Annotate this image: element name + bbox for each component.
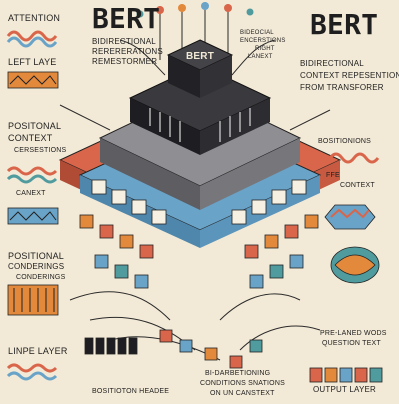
- label-bositioton-heade: BOSITIOTON HEADEE: [92, 388, 169, 395]
- title-right: BERT: [310, 10, 378, 39]
- bottom-label-2: CONDITIONS SNATIONS: [200, 380, 285, 387]
- subtitle-left-line-1: BIDIRECTIONAL: [92, 38, 156, 46]
- subtitle-left-line-3: REMESTORMER: [92, 58, 157, 66]
- center-top-label-2: ENCERSTIONS: [240, 38, 286, 44]
- words-label-1: PRE-LANED WODS: [320, 330, 387, 337]
- title-left: BERT: [92, 4, 160, 33]
- label-positional-conderings-2: CONDERINGS: [8, 263, 64, 271]
- pyramid-stack: [60, 40, 340, 248]
- label-positional-context-1: POSITONAL: [8, 122, 61, 131]
- label-positional-conderings-1: POSITIONAL: [8, 252, 64, 261]
- label-canext: CANEXT: [16, 190, 46, 197]
- mid-label-2: FFE: [326, 172, 340, 179]
- subtitle-left-line-2: RERERERATIONS: [92, 48, 163, 56]
- subtitle-right-line-1: BIDIRECTIONAL: [300, 60, 364, 68]
- label-positional-conderings-3: CONDERINGS: [16, 274, 65, 281]
- center-top-label-4: LANEXT: [248, 54, 273, 60]
- mid-label-3: CONTEXT: [340, 182, 375, 189]
- center-top-label-3: RIGHT: [255, 46, 275, 52]
- label-attention: ATTENTION: [8, 14, 60, 23]
- bottom-label-1: BI-DARBETIONING: [205, 370, 270, 377]
- center-top-label-1: BIDEOCIAL: [240, 30, 274, 36]
- cube-label: BERT: [186, 52, 214, 63]
- label-positional-context-3: CERSESTIONS: [14, 147, 66, 154]
- label-output-layer: OUTPUT LAYER: [313, 386, 376, 394]
- subtitle-right-line-2: CONTEXT REPESENTION: [300, 72, 399, 80]
- label-left-layer: LEFT LAYE: [8, 58, 57, 67]
- subtitle-right-line-3: FROM TRANSFORER: [300, 84, 384, 92]
- label-linpe-layer: LINPE LAYER: [8, 347, 68, 356]
- bottom-label-3: ON UN CANSTEXT: [210, 390, 275, 397]
- words-label-2: QUESTION TEXT: [322, 340, 381, 347]
- label-positional-context-2: CONTEXT: [8, 134, 52, 143]
- mid-label-1: BOSITIONIONS: [318, 138, 371, 145]
